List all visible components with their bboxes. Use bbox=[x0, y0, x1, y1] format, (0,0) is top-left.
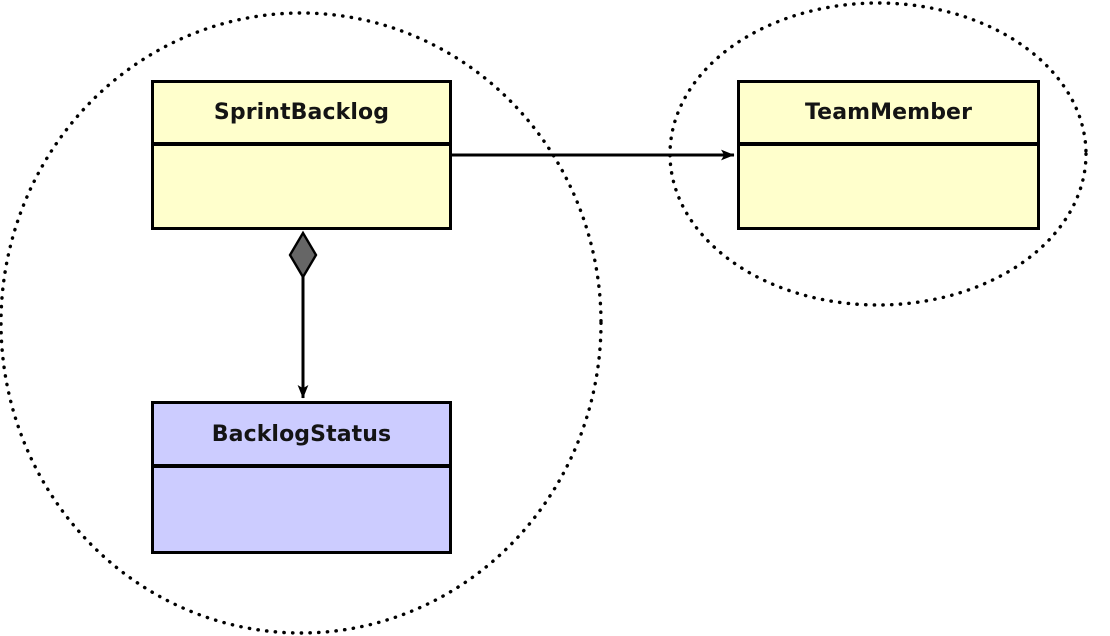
class-box-backlogstatus[interactable]: BacklogStatus bbox=[151, 401, 452, 554]
composition-diamond-icon bbox=[288, 230, 318, 280]
class-name-backlogstatus: BacklogStatus bbox=[154, 404, 449, 468]
group-boundary-left bbox=[0, 11, 603, 635]
class-members-teammember bbox=[740, 146, 1037, 227]
class-name-sprintbacklog: SprintBacklog bbox=[154, 83, 449, 146]
class-members-backlogstatus bbox=[154, 468, 449, 551]
class-members-sprintbacklog bbox=[154, 146, 449, 227]
class-box-teammember[interactable]: TeamMember bbox=[737, 80, 1040, 230]
class-box-sprintbacklog[interactable]: SprintBacklog bbox=[151, 80, 452, 230]
class-name-teammember: TeamMember bbox=[740, 83, 1037, 146]
